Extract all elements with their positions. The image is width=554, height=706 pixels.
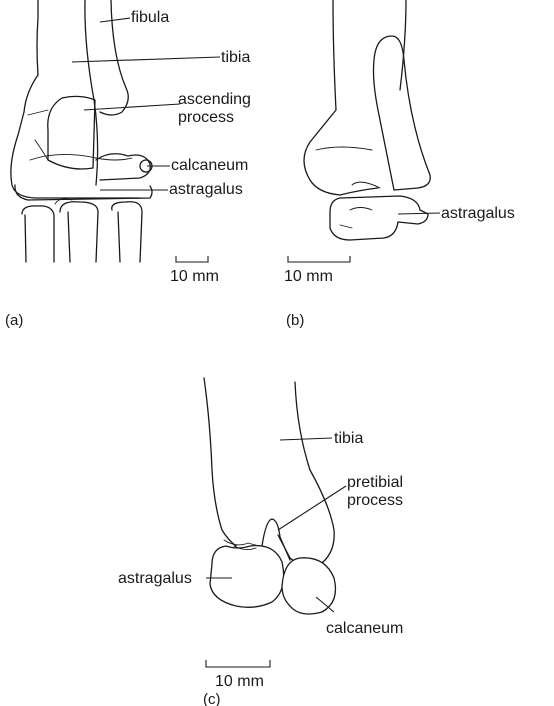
calcaneum-c	[282, 558, 336, 614]
scale-label-a: 10 mm	[170, 268, 219, 285]
label-astragalus-b: astragalus	[441, 205, 515, 222]
metatarsals-a	[22, 202, 142, 262]
tibia-shaft-a	[37, 0, 38, 75]
scale-bar-c	[206, 660, 270, 667]
label-fibula-a: fibula	[131, 9, 169, 26]
panel-b-drawing	[304, 0, 430, 240]
tibia-fracture-line-a	[28, 110, 48, 160]
label-astragalus-a: astragalus	[169, 181, 243, 198]
scale-bar-b	[288, 256, 350, 262]
label-tibia-c: tibia	[334, 430, 363, 447]
scale-bar-a	[176, 256, 208, 262]
label-process-a: process	[178, 109, 234, 126]
panel-a-drawing	[11, 0, 152, 262]
label-process-c: process	[347, 492, 403, 509]
tibia-joint-b	[316, 147, 380, 188]
leader-tibia-a	[72, 57, 220, 62]
panel-label-c: (c)	[203, 691, 221, 706]
ascending-process-a	[48, 96, 95, 169]
panel-label-a: (a)	[5, 312, 23, 329]
tibia-left-c	[204, 378, 236, 546]
label-tibia-a: tibia	[221, 49, 250, 66]
label-ascending-a: ascending	[178, 91, 251, 108]
label-astragalus-c: astragalus	[118, 570, 192, 587]
label-pretibial-c: pretibial	[347, 474, 403, 491]
fibula-b	[374, 36, 431, 190]
scale-label-b: 10 mm	[284, 268, 333, 285]
leader-pretibial-process-c	[278, 486, 346, 530]
label-calcaneum-a: calcaneum	[171, 157, 248, 174]
panel-c-drawing	[204, 378, 336, 614]
leader-tibia-c	[280, 438, 332, 440]
astragalus-c	[210, 546, 284, 608]
tibia-right-c	[278, 382, 334, 566]
label-calcaneum-c: calcaneum	[326, 620, 403, 637]
calcaneum-a	[96, 154, 150, 180]
astragalus-b	[330, 196, 428, 240]
leader-ascending-process-a	[84, 104, 180, 110]
tibia-b	[304, 0, 378, 195]
panel-label-b: (b)	[286, 312, 304, 329]
fibula-outline-a	[100, 0, 128, 115]
leader-astragalus-b	[398, 213, 440, 214]
astragalus-detail-b	[340, 208, 372, 229]
leader-fibula-a	[100, 18, 130, 22]
scale-label-c: 10 mm	[215, 673, 264, 690]
